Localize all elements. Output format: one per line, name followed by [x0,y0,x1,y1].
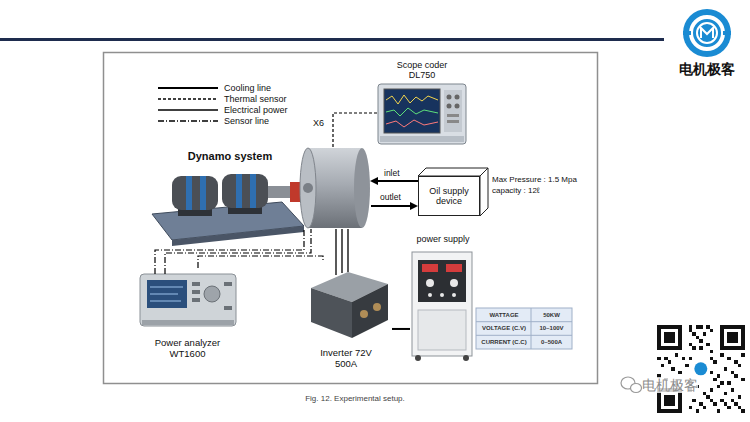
device-box: power supply [410,234,476,360]
legend-text: Cooling line [224,83,271,93]
brand-logo [683,9,731,57]
connector [392,328,410,330]
brand-name: 电机极客 [672,61,742,77]
spec-note: capacity : 12ℓ [492,186,540,195]
device-box: Scope coder DL750 [376,60,468,146]
header-rule [0,38,664,41]
node-label: Oil supply device [423,186,475,207]
electrical-line [336,229,348,275]
node-label: Dynamo system [188,150,272,163]
qr-code [654,322,747,415]
table-cell: 50KW [531,312,572,319]
connector [198,256,323,268]
node-label: Scope coder DL750 [391,60,453,81]
table-cell: WATTAGE [477,312,531,319]
power-analyzer-illustration [140,274,236,326]
cooling-line [370,177,418,210]
node-label: Power analyzer WT1600 [148,338,228,360]
legend-sample [158,88,218,121]
figure-caption: Fig. 12. Experimental setup. [250,394,460,403]
table-cell: CURRENT (C.C) [477,339,531,346]
thermal-sensor-line [333,113,377,148]
device-box: Inverter 72V 500A [300,262,392,370]
oscilloscope-illustration [378,84,466,144]
watermark: 电机极客 [642,377,698,393]
spec-table [476,308,572,349]
device-box: Power analyzer WT1600 [135,268,240,360]
legend-text: Electrical power [224,105,288,115]
inverter-illustration [311,272,388,338]
flow-label: outlet [380,193,401,203]
power-supply-illustration [412,252,472,361]
table-cell: 10~100V [531,325,572,332]
callout-number: X6 [313,118,324,128]
wechat-icon [621,377,642,393]
dynamo-illustration [152,174,304,246]
figure-frame [104,53,598,384]
node-label: Inverter 72V 500A [319,348,374,370]
oil-box-faces [418,168,488,216]
legend-text: Sensor line [224,116,269,126]
table-cell: 0~500A [531,339,572,346]
device-box: Dynamo system [160,150,300,242]
flow-label: inlet [384,169,400,179]
process-box: Oil supply device [418,176,480,216]
legend-text: Thermal sensor [224,94,287,104]
sensor-line [155,229,311,274]
motor-illustration [300,148,370,228]
node-label: power supply [416,234,469,244]
table-cell: VOLTAGE (C.V) [477,325,531,332]
spec-note: Max Pressure : 1.5 Mpa [492,175,577,184]
